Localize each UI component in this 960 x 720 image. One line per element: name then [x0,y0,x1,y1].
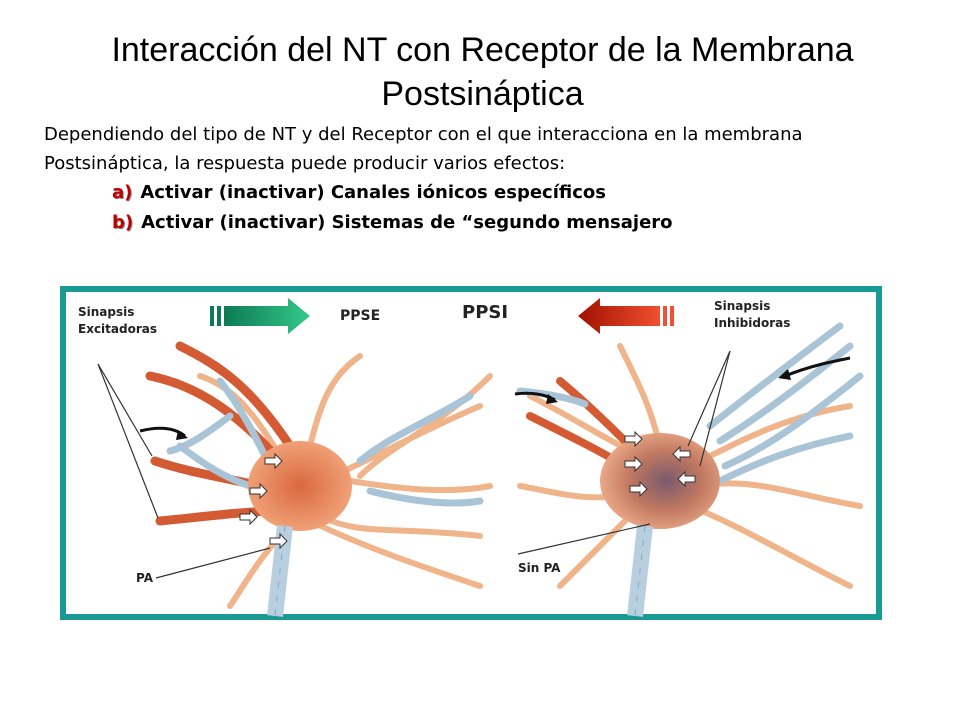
list-marker: b) [112,212,134,233]
figure-frame [60,286,882,620]
inhibitory-direction-arrow [578,298,674,334]
sin-pa-label: Sin PA [518,561,561,575]
ppsi-label: PPSI [462,302,509,323]
list-item-text: Activar (inactivar) Canales iónicos espe… [140,182,606,203]
ppse-label: PPSE [340,308,381,324]
label-line: Sinapsis [714,299,771,313]
list-item-text: Activar (inactivar) Sistemas de “segundo… [141,212,673,233]
list-marker: a) [112,182,133,203]
inhibitory-synapse-label: Sinapsis Inhibidoras [714,298,790,332]
intro-text: Dependiendo del tipo de NT y del Recepto… [44,124,803,174]
excitatory-direction-arrow [210,298,310,334]
slide-title: Interacción del NT con Receptor de la Me… [111,31,854,113]
excitatory-neuron [97,341,493,617]
effects-list: a) Activar (inactivar) Canales iónicos es… [112,178,673,238]
neuron-figure: Sinapsis Excitadoras PPSE PPSI Sinapsis … [60,286,882,620]
list-item: b) Activar (inactivar) Sistemas de “segun… [112,208,673,238]
inhibitory-neuron [514,322,864,617]
label-line: Sinapsis [78,305,135,319]
neuron-illustration [60,286,882,620]
label-line: Inhibidoras [714,316,791,330]
excitatory-synapse-label: Sinapsis Excitadoras [78,304,157,338]
label-line: Excitadoras [78,322,157,336]
list-item: a) Activar (inactivar) Canales iónicos es… [112,178,673,208]
pa-label: PA [136,571,153,585]
